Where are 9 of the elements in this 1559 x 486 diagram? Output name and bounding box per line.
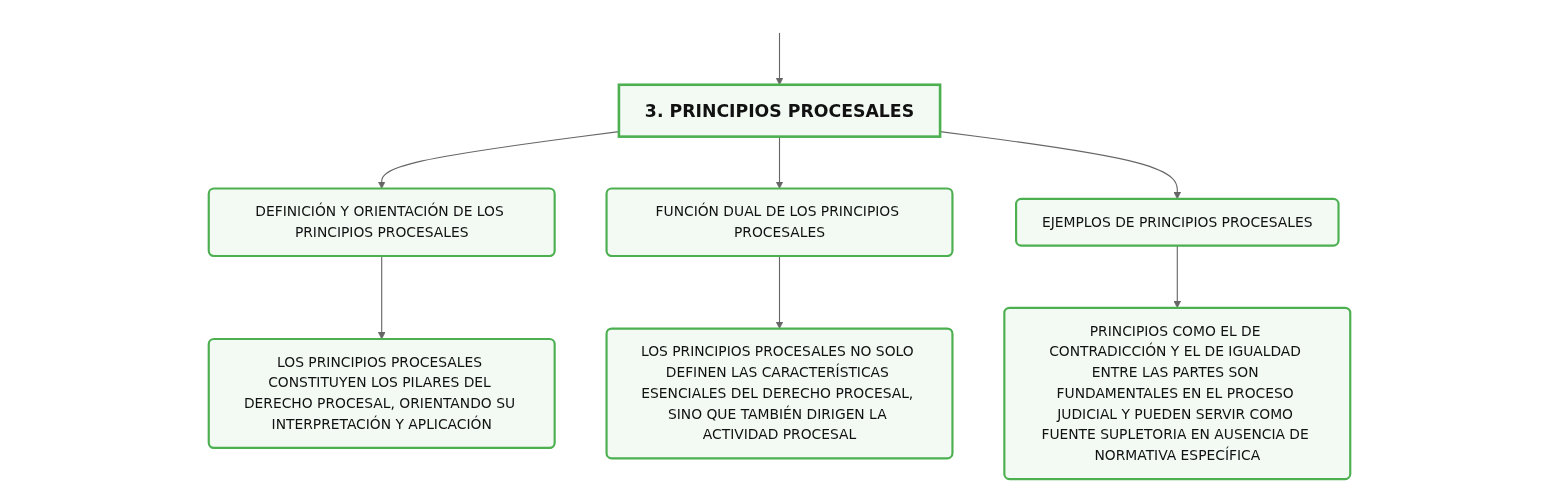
node-box: LOS PRINCIPIOS PROCESALES CONSTITUYEN LOS PILARES DEL DERECHO PROCESAL, ORIENTANDO SU INTERPRETACIÓN Y APLICACIÓN [207,337,556,450]
node-box: PRINCIPIOS COMO EL DE CONTRADICCIÓN Y EL DE IGUALDAD ENTRE LAS PARTES SON FUNDAMENTALES EN EL PROCESO JUDICIAL Y PUEDEN SERVIR COMO FUENTE SUPLETORIA EN AUSENCIA DE NORMATIVA ESPECÍFICA [1003,306,1352,481]
arrow [775,136,784,189]
node-box: DEFINICIÓN Y ORIENTACIÓN DE LOS PRINCIPIOS PROCESALES [207,187,556,258]
node-box: EJEMPLOS DE PRINCIPIOS PROCESALES [1015,197,1340,247]
node-box: LOS PRINCIPIOS PROCESALES NO SOLO DEFINEN LAS CARACTERÍSTICAS ESENCIALES DEL DERECHO PROCESAL, SINO QUE TAMBIÉN DIRIGEN LA ACTIVIDAD PROCESAL [605,327,954,460]
node-box: 3. PRINCIPIOS PROCESALES [617,83,942,138]
node-box: FUNCIÓN DUAL DE LOS PRINCIPIOS PROCESALES [605,187,954,258]
arrow [775,255,784,329]
